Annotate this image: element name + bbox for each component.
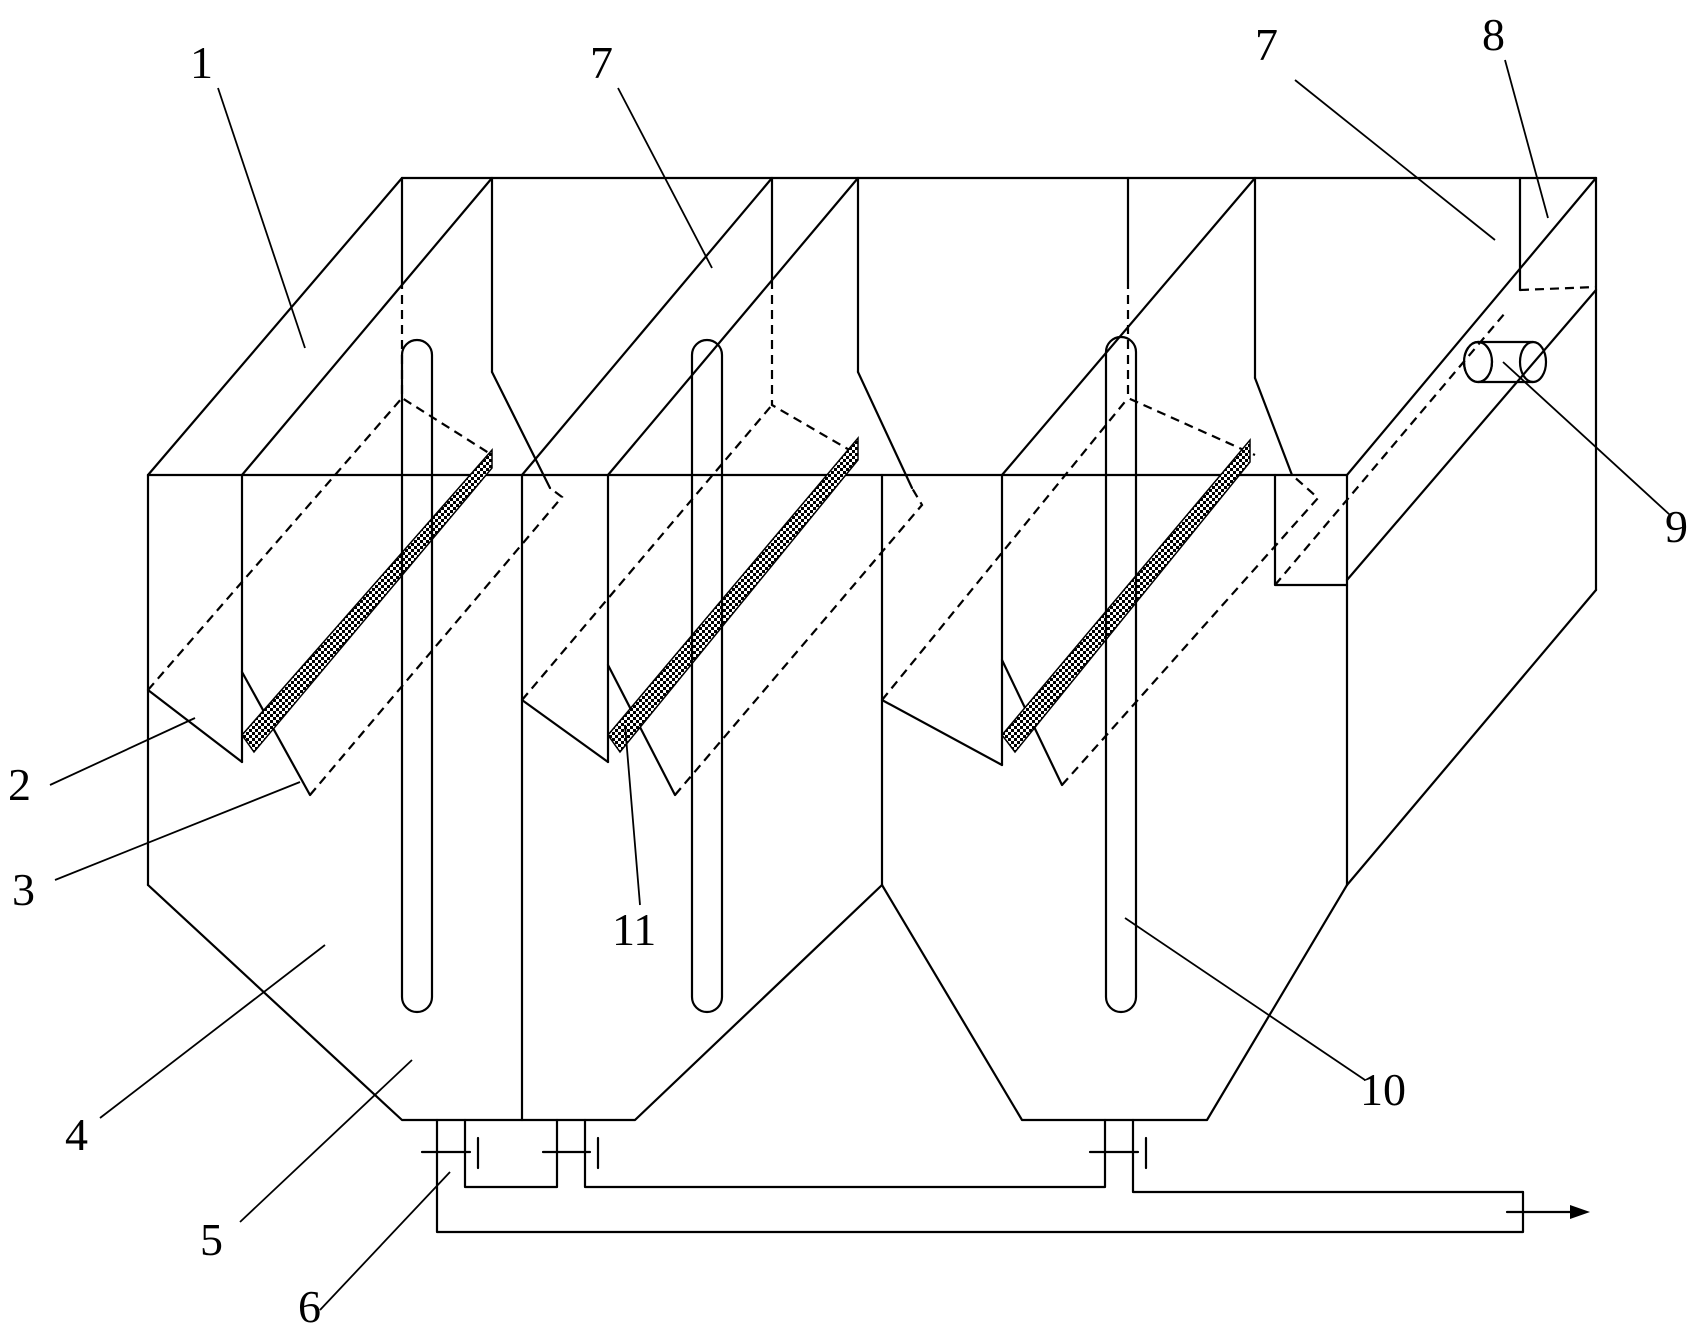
label-5: 5 xyxy=(200,1214,223,1265)
mesh-strip-3 xyxy=(1001,437,1251,754)
part-labels: 1 7 7 8 9 2 3 11 4 10 5 6 xyxy=(8,9,1688,1330)
mesh-strip-2 xyxy=(607,435,859,754)
tank-body xyxy=(146,176,1598,1122)
label-11: 11 xyxy=(612,904,656,955)
label-7-right: 7 xyxy=(1255,19,1278,70)
label-8: 8 xyxy=(1482,9,1505,60)
label-2: 2 xyxy=(8,759,31,810)
flow-arrow-icon xyxy=(1570,1205,1590,1219)
label-9: 9 xyxy=(1665,501,1688,552)
sight-windows xyxy=(400,335,1138,1014)
mesh-strip-1 xyxy=(241,448,493,754)
sight-window-3 xyxy=(1104,335,1138,1014)
label-4: 4 xyxy=(65,1109,88,1160)
label-7-left: 7 xyxy=(590,37,613,88)
label-1: 1 xyxy=(190,37,213,88)
label-6: 6 xyxy=(298,1281,321,1330)
sludge-hoppers xyxy=(146,883,1349,1122)
sight-window-1 xyxy=(400,338,434,1014)
mesh-strips xyxy=(241,435,1251,754)
leader-lines xyxy=(49,59,1671,1311)
label-3: 3 xyxy=(12,864,35,915)
sight-window-2 xyxy=(690,338,724,1014)
inclined-channels xyxy=(146,176,1598,797)
label-10: 10 xyxy=(1360,1064,1406,1115)
sludge-drain-pipes xyxy=(420,1118,1590,1234)
